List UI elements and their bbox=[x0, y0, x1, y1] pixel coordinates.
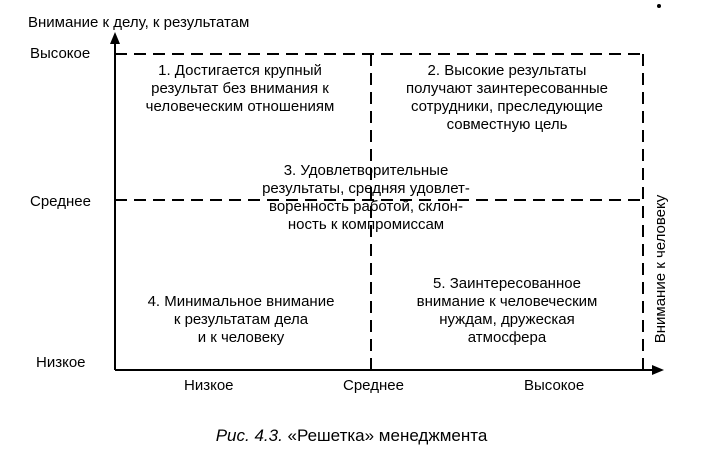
cell-5-line-2: внимание к человеческим bbox=[416, 293, 598, 310]
x-tick-medium: Среднее bbox=[343, 377, 404, 394]
cell-4-text: 4. Минимальное внимание к результатам де… bbox=[148, 293, 335, 347]
cell-3-line-4: ность к компромиссам bbox=[287, 216, 445, 233]
cell-1-text: 1. Достигается крупный результат без вни… bbox=[146, 62, 335, 116]
cell-2-line-4: совместную цель bbox=[446, 116, 568, 133]
cell-2-line-3: сотрудники, преследующие bbox=[410, 98, 604, 115]
cell-3-line-3: воренность работой, склон- bbox=[269, 198, 463, 215]
y-tick-high: Высокое bbox=[30, 45, 91, 62]
cell-3-line-2: результаты, средняя удовлет- bbox=[262, 180, 470, 197]
cell-3-line-1: 3. Удовлетворительные bbox=[283, 162, 449, 179]
cell-4-line-3: и к человеку bbox=[197, 329, 285, 346]
cell-1-line-1: 1. Достигается крупный bbox=[158, 62, 322, 79]
x-axis-arrow bbox=[652, 365, 664, 375]
cell-3-text: 3. Удовлетворительные результаты, средня… bbox=[262, 162, 470, 234]
cell-1-line-3: человеческим отношениям bbox=[145, 98, 335, 115]
x-tick-low: Низкое bbox=[184, 377, 234, 394]
cell-2-line-1: 2. Высокие результаты bbox=[427, 62, 587, 79]
cell-5-line-4: атмосфера bbox=[467, 329, 547, 346]
corner-dot bbox=[657, 4, 661, 8]
cell-5-line-3: нуждам, дружеская bbox=[439, 311, 575, 328]
cell-4-line-2: к результатам дела bbox=[173, 311, 309, 328]
x-axis-title: Внимание к человеку bbox=[652, 194, 669, 344]
x-tick-high: Высокое bbox=[524, 377, 585, 394]
cell-2-line-2: получают заинтересованные bbox=[406, 80, 608, 97]
cell-5-text: 5. Заинтересованное внимание к человечес… bbox=[417, 275, 598, 347]
figure-number: Рис. 4.3. bbox=[215, 426, 283, 445]
cell-2-text: 2. Высокие результаты получают заинтерес… bbox=[406, 62, 608, 134]
cell-4-line-1: 4. Минимальное внимание bbox=[147, 293, 335, 310]
cell-5-line-1: 5. Заинтересованное bbox=[433, 275, 581, 292]
figure-caption: Рис. 4.3. «Решетка» менеджмента bbox=[0, 425, 703, 447]
y-tick-low: Низкое bbox=[36, 354, 86, 371]
y-tick-medium: Среднее bbox=[30, 193, 91, 210]
figure-title: «Решетка» менеджмента bbox=[287, 426, 488, 445]
y-axis-title: Внимание к делу, к результатам bbox=[28, 14, 250, 31]
cell-1-line-2: результат без внимания к bbox=[151, 80, 329, 97]
y-axis-arrow bbox=[110, 32, 120, 44]
